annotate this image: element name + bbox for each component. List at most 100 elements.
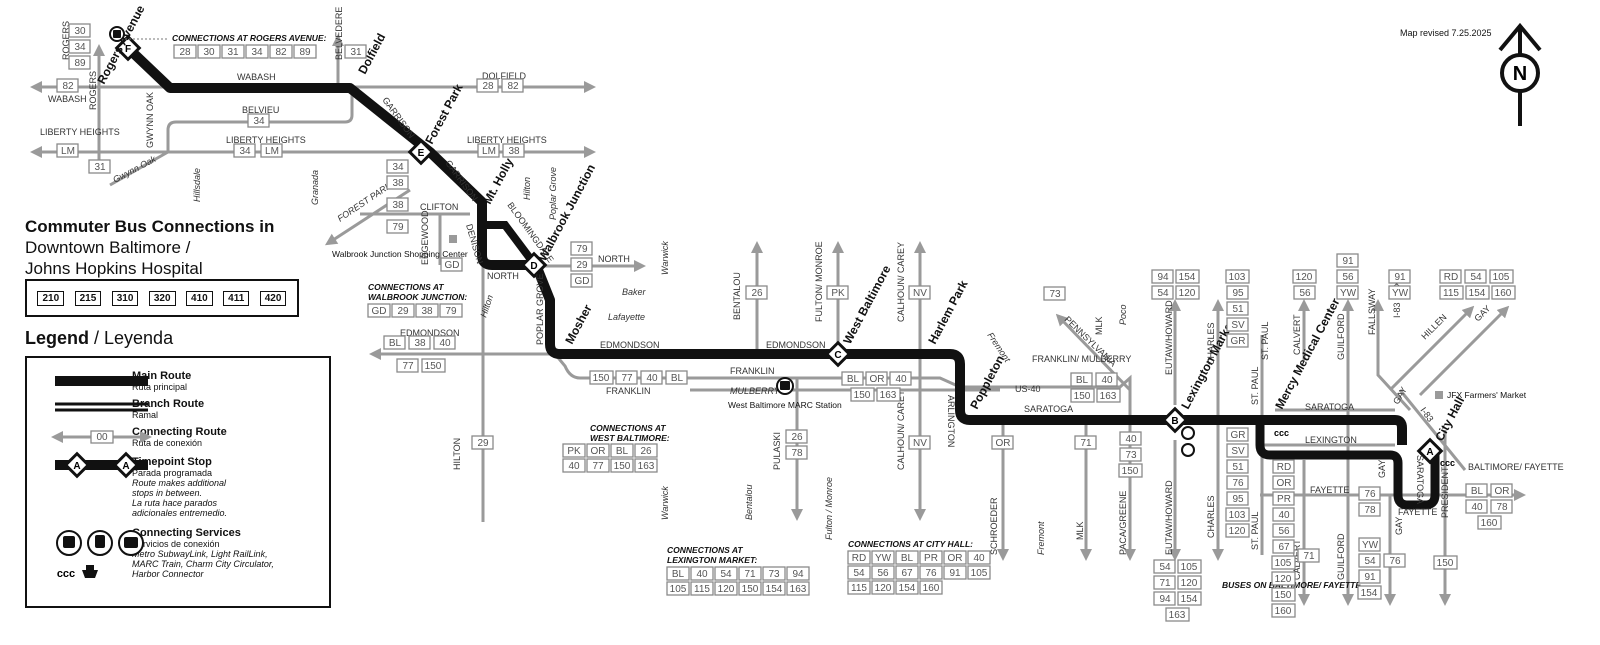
route-box: 78 bbox=[1490, 499, 1513, 514]
route-box: BL bbox=[665, 370, 688, 385]
svg-text:OR: OR bbox=[1277, 478, 1292, 489]
street-belvedere: BELVEDERE bbox=[334, 7, 344, 60]
route-box: 40 bbox=[889, 371, 912, 386]
timepoint-stop-d[interactable]: D bbox=[520, 251, 548, 279]
connection-route-box: 115 bbox=[847, 580, 871, 595]
svg-text:71: 71 bbox=[1080, 438, 1092, 449]
street-fulton-monroe: FULTON/ MONROE bbox=[814, 241, 824, 322]
legend-heading: Legend / Leyenda bbox=[25, 328, 173, 349]
route-box: 91 bbox=[1358, 569, 1381, 584]
svg-text:150: 150 bbox=[1437, 558, 1454, 569]
street-schroeder: SCHROEDER bbox=[989, 497, 999, 555]
svg-text:29: 29 bbox=[576, 260, 588, 271]
timepoint-stop-b[interactable]: B bbox=[1161, 406, 1189, 434]
timepoint-stop-f[interactable]: F bbox=[114, 34, 142, 62]
route-box: 163 bbox=[1165, 607, 1190, 622]
legend-services-desc: Harbor Connector bbox=[132, 569, 204, 579]
svg-text:38: 38 bbox=[421, 306, 433, 317]
svg-text:154: 154 bbox=[1179, 272, 1196, 283]
svg-text:D: D bbox=[530, 261, 537, 272]
connection-route-box: 54 bbox=[847, 565, 871, 580]
route-badge: 320 bbox=[148, 290, 176, 306]
legend-services-desc: MARC Train, Charm City Circulator, bbox=[132, 559, 274, 569]
stop-name-west-baltimore: West Baltimore bbox=[840, 263, 893, 347]
route-box: YW bbox=[1388, 285, 1411, 300]
svg-text:PK: PK bbox=[831, 288, 845, 299]
connection-route-box: 120 bbox=[871, 580, 895, 595]
svg-text:95: 95 bbox=[1232, 288, 1244, 299]
svg-text:40: 40 bbox=[1278, 510, 1290, 521]
svg-text:82: 82 bbox=[507, 81, 519, 92]
marc-train-icon-glyph bbox=[780, 381, 790, 390]
franklin-road bbox=[553, 353, 1132, 455]
connection-route-box: OR bbox=[943, 550, 967, 565]
svg-text:BL: BL bbox=[389, 338, 402, 349]
route-box: 38 bbox=[502, 143, 525, 158]
connection-route-box: 54 bbox=[714, 566, 738, 581]
svg-text:163: 163 bbox=[638, 461, 655, 472]
svg-text:BL: BL bbox=[1471, 486, 1484, 497]
route-box: LM bbox=[477, 143, 500, 158]
stop-name-forest-park: Forest Park bbox=[422, 81, 466, 146]
svg-text:91: 91 bbox=[1394, 272, 1406, 283]
svg-text:OR: OR bbox=[870, 374, 885, 385]
route-box: 105 bbox=[1177, 559, 1202, 574]
svg-text:78: 78 bbox=[1364, 505, 1376, 516]
svg-text:40: 40 bbox=[568, 461, 580, 472]
street-wabash-west: WABASH bbox=[48, 94, 87, 104]
svg-text:40: 40 bbox=[1125, 434, 1137, 445]
svg-text:GR: GR bbox=[1231, 336, 1246, 347]
connection-route-box: 29 bbox=[391, 303, 415, 318]
street-fallsway: FALLSWAY bbox=[1367, 288, 1377, 335]
svg-text:31: 31 bbox=[350, 47, 362, 58]
light-rail-icon bbox=[1181, 443, 1195, 457]
street-poplar-grove-2: POPLAR GROVE bbox=[535, 273, 545, 345]
street-franklin-mulberry: FRANKLIN/ MULBERRY bbox=[1032, 354, 1131, 364]
street-charles: CHARLES bbox=[1206, 322, 1216, 365]
route-box: 150 bbox=[1070, 388, 1095, 403]
place-walbrook-shopping: Walbrook Junction Shopping Center bbox=[332, 249, 468, 259]
svg-text:B: B bbox=[1171, 416, 1178, 427]
svg-text:77: 77 bbox=[592, 461, 604, 472]
route-box: 103 bbox=[1225, 269, 1250, 284]
svg-text:120: 120 bbox=[1179, 288, 1196, 299]
legend-title-es: / Leyenda bbox=[89, 328, 174, 348]
street-gay-4: GAY bbox=[1394, 517, 1404, 535]
svg-text:E: E bbox=[418, 148, 425, 159]
route-box: 150 bbox=[589, 370, 614, 385]
route-box: OR bbox=[865, 371, 888, 386]
street-edmondson: EDMONDSON bbox=[600, 340, 660, 350]
street-st-paul-2: ST. PAUL bbox=[1250, 367, 1260, 405]
svg-text:150: 150 bbox=[1074, 391, 1091, 402]
connections-walbrook-title-2: WALBROOK JUNCTION: bbox=[368, 292, 467, 302]
svg-text:76: 76 bbox=[1232, 478, 1244, 489]
legend-services-label: Connecting Services bbox=[132, 527, 241, 539]
route-box: YW bbox=[1336, 285, 1359, 300]
route-box: 76 bbox=[1383, 553, 1406, 568]
route-box: RD bbox=[1439, 269, 1462, 284]
route-box: 150 bbox=[1433, 555, 1458, 570]
connections-west-baltimore-title-2: WEST BALTIMORE: bbox=[590, 433, 670, 443]
svg-text:PR: PR bbox=[924, 553, 938, 564]
svg-text:163: 163 bbox=[790, 584, 807, 595]
route-box: 82 bbox=[56, 78, 79, 93]
svg-text:94: 94 bbox=[792, 569, 804, 580]
street-bentalou-south: Bentalou bbox=[744, 484, 754, 520]
timepoint-stop-e[interactable]: E bbox=[407, 138, 435, 166]
svg-text:56: 56 bbox=[1278, 526, 1290, 537]
timepoint-stop-a[interactable]: A bbox=[1416, 437, 1444, 465]
svg-text:40: 40 bbox=[1471, 502, 1483, 513]
svg-text:34: 34 bbox=[239, 146, 251, 157]
legend-main-route-es: Ruta principal bbox=[132, 382, 188, 392]
route-box: 79 bbox=[570, 241, 593, 256]
route-box: PR bbox=[1272, 491, 1295, 506]
svg-text:120: 120 bbox=[718, 584, 735, 595]
timepoint-stop-c[interactable]: C bbox=[824, 340, 852, 368]
svg-text:82: 82 bbox=[275, 47, 287, 58]
street-charles-south: CHARLES bbox=[1206, 495, 1216, 538]
svg-text:OR: OR bbox=[1495, 486, 1510, 497]
connection-route-box: 71 bbox=[738, 566, 762, 581]
svg-text:154: 154 bbox=[1361, 588, 1378, 599]
svg-text:YW: YW bbox=[1340, 288, 1357, 299]
